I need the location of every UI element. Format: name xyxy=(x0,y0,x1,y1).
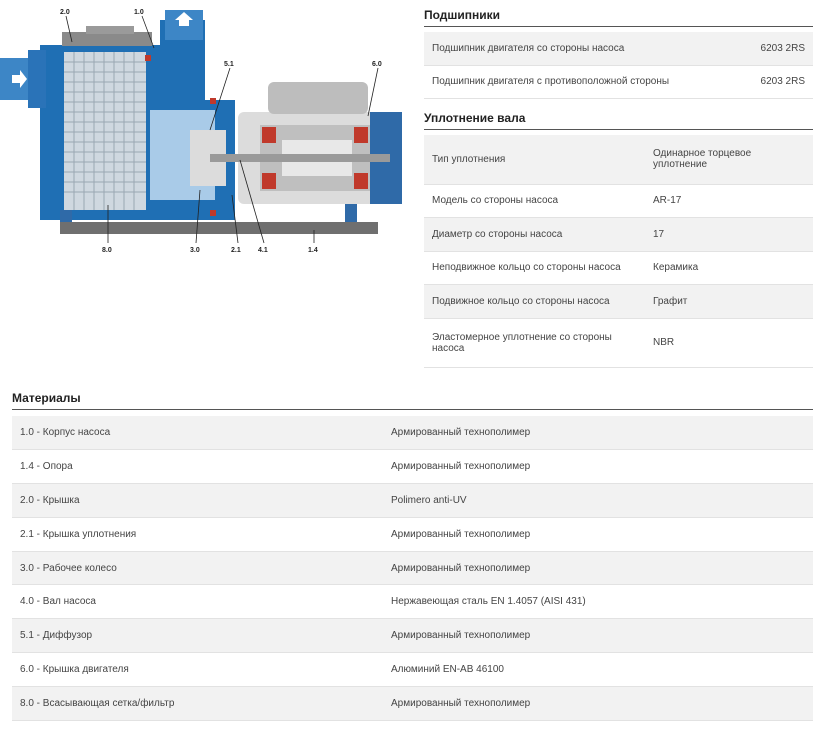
callout-8-0: 8.0 xyxy=(102,247,112,254)
strainer-basket xyxy=(64,52,146,210)
table-row: 2.1 - Крышка уплотнения Армированный тех… xyxy=(12,517,813,552)
spec-label: Тип уплотнения xyxy=(424,135,645,184)
table-row: 3.0 - Рабочее колесо Армированный техноп… xyxy=(12,551,813,585)
shaft xyxy=(210,154,390,162)
material-part: 2.1 - Крышка уплотнения xyxy=(12,517,383,552)
spec-label: Подвижное кольцо со стороны насоса xyxy=(424,284,645,318)
material-value: Алюминий EN-AB 46100 xyxy=(383,652,813,687)
spec-value: AR-17 xyxy=(645,184,813,218)
spec-label: Диаметр со стороны насоса xyxy=(424,217,645,251)
spec-label: Модель со стороны насоса xyxy=(424,184,645,218)
material-part: 1.0 - Корпус насоса xyxy=(12,416,383,450)
material-part: 5.1 - Диффузор xyxy=(12,618,383,653)
callout-6-0: 6.0 xyxy=(372,61,382,68)
table-row: Подвижное кольцо со стороны насоса Графи… xyxy=(424,284,813,318)
table-row: Тип уплотнения Одинарное торцевое уплотн… xyxy=(424,135,813,184)
table-row: 2.0 - Крышка Polimero anti-UV xyxy=(12,483,813,518)
bearings-table: Подшипник двигателя со стороны насоса 62… xyxy=(424,32,813,99)
spec-value: 6203 2RS xyxy=(737,65,813,98)
callout-5-1: 5.1 xyxy=(224,61,234,68)
material-value: Polimero anti-UV xyxy=(383,483,813,518)
callout-4-1: 4.1 xyxy=(258,247,268,254)
material-value: Нержавеющая сталь EN 1.4057 (AISI 431) xyxy=(383,584,813,619)
spec-value: Графит xyxy=(645,284,813,318)
table-row: Диаметр со стороны насоса 17 xyxy=(424,217,813,251)
table-row: Модель со стороны насоса AR-17 xyxy=(424,184,813,218)
inlet-arrow-icon xyxy=(12,70,27,88)
table-row: Подшипник двигателя со стороны насоса 62… xyxy=(424,32,813,65)
base-plate xyxy=(60,222,378,234)
material-value: Армированный технополимер xyxy=(383,517,813,552)
material-part: 1.4 - Опора xyxy=(12,449,383,484)
table-row: 5.1 - Диффузор Армированный технополимер xyxy=(12,618,813,653)
spec-value: 6203 2RS xyxy=(737,32,813,65)
callout-2-0: 2.0 xyxy=(60,9,70,16)
lid xyxy=(62,32,152,46)
material-part: 2.0 - Крышка xyxy=(12,483,383,518)
table-row: 4.0 - Вал насоса Нержавеющая сталь EN 1.… xyxy=(12,584,813,619)
material-value: Армированный технополимер xyxy=(383,449,813,484)
table-row: Неподвижное кольцо со стороны насоса Кер… xyxy=(424,251,813,285)
spec-label: Эластомерное уплотнение со стороны насос… xyxy=(424,318,645,367)
material-value: Армированный технополимер xyxy=(383,618,813,653)
pump-cutaway-diagram: 2.0 1.0 5.1 6.0 8.0 3.0 2.1 4.1 1.4 xyxy=(0,9,402,254)
table-row: 1.0 - Корпус насоса Армированный технопо… xyxy=(12,416,813,450)
spec-label: Подшипник двигателя со стороны насоса xyxy=(424,32,738,65)
table-row: Подшипник двигателя с противоположной ст… xyxy=(424,65,813,98)
material-part: 3.0 - Рабочее колесо xyxy=(12,551,383,585)
material-value: Армированный технополимер xyxy=(383,551,813,585)
callout-1-4: 1.4 xyxy=(308,247,318,254)
callout-2-1: 2.1 xyxy=(231,247,241,254)
outlet-arrow-icon xyxy=(175,12,193,26)
spec-value: Керамика xyxy=(645,251,813,285)
spec-value: NBR xyxy=(645,318,813,367)
spec-value: 17 xyxy=(645,217,813,251)
callout-3-0: 3.0 xyxy=(190,247,200,254)
seal-table: Тип уплотнения Одинарное торцевое уплотн… xyxy=(424,135,813,368)
table-row: 1.4 - Опора Армированный технополимер xyxy=(12,449,813,484)
materials-section-title: Материалы xyxy=(12,391,813,410)
material-value: Армированный технополимер xyxy=(383,686,813,721)
material-part: 6.0 - Крышка двигателя xyxy=(12,652,383,687)
spec-label: Подшипник двигателя с противоположной ст… xyxy=(424,65,738,98)
table-row: 8.0 - Всасывающая сетка/фильтр Армирован… xyxy=(12,686,813,721)
materials-table: 1.0 - Корпус насоса Армированный технопо… xyxy=(12,416,813,721)
material-part: 4.0 - Вал насоса xyxy=(12,584,383,619)
table-row: Эластомерное уплотнение со стороны насос… xyxy=(424,318,813,367)
seal-section-title: Уплотнение вала xyxy=(424,111,813,130)
callout-1-0: 1.0 xyxy=(134,9,144,16)
material-part: 8.0 - Всасывающая сетка/фильтр xyxy=(12,686,383,721)
table-row: 6.0 - Крышка двигателя Алюминий EN-AB 46… xyxy=(12,652,813,687)
spec-value: Одинарное торцевое уплотнение xyxy=(645,135,813,184)
bearings-section-title: Подшипники xyxy=(424,8,813,27)
material-value: Армированный технополимер xyxy=(383,416,813,450)
spec-label: Неподвижное кольцо со стороны насоса xyxy=(424,251,645,285)
